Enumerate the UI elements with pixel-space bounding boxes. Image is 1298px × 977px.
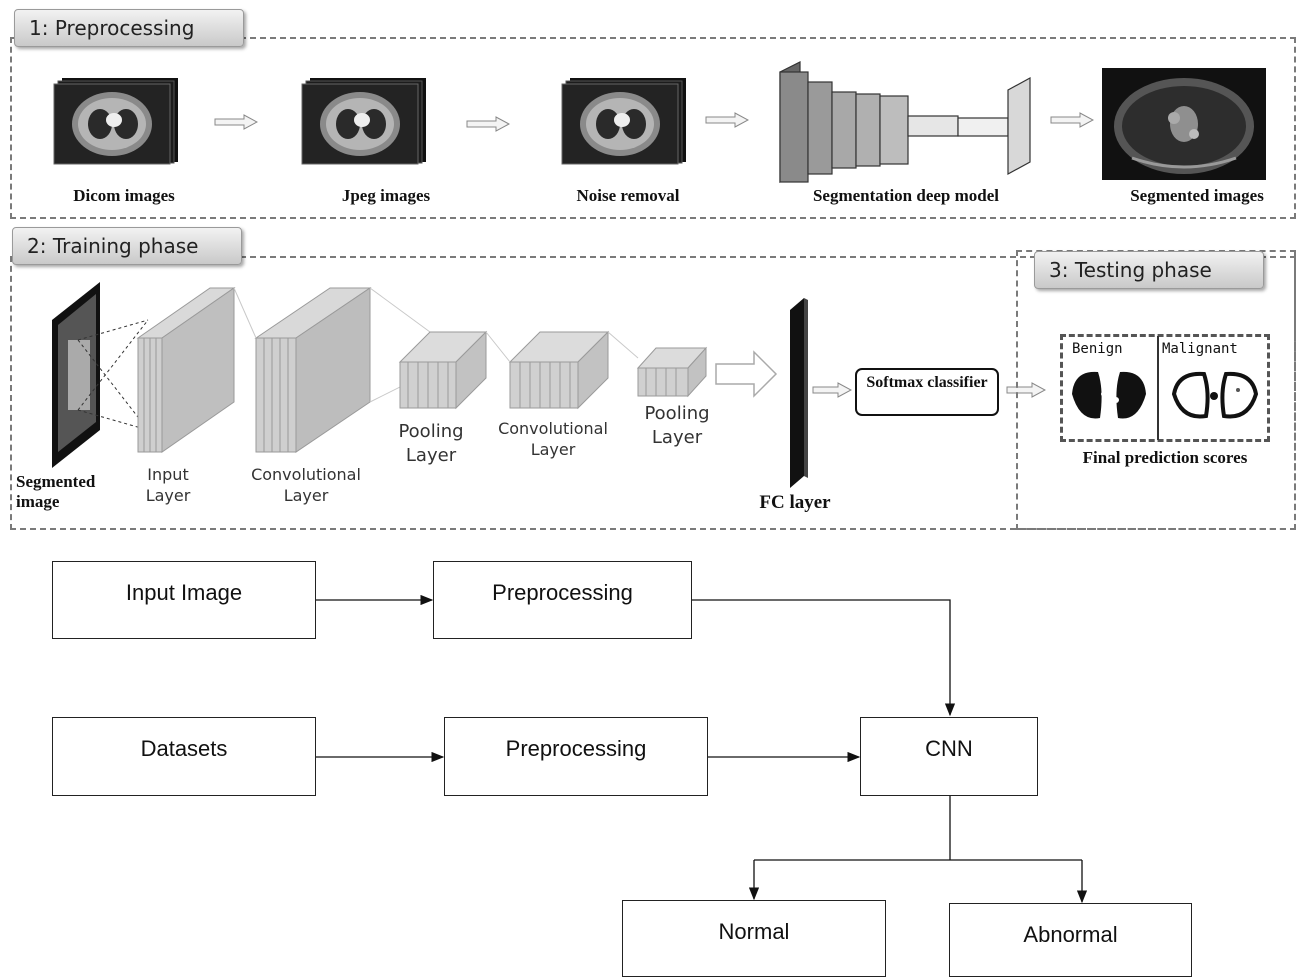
dicom-images-icon (53, 78, 178, 165)
arrow-icon (466, 116, 510, 132)
preprocessing-tab: 1: Preprocessing (14, 9, 244, 47)
preprocessing-box-top: Preprocessing (433, 561, 692, 639)
fc-layer-label: FC layer (759, 492, 831, 513)
conv2-layer-label: Convolutional Layer (498, 419, 608, 459)
prediction-divider (1157, 336, 1159, 440)
testing-tab: 3: Testing phase (1034, 251, 1264, 289)
step-label-segmentation: Segmentation deep model (812, 186, 1000, 205)
arrow-icon (1050, 112, 1094, 128)
jpeg-images-icon (301, 78, 426, 165)
benign-label: Benign (1072, 341, 1123, 357)
arrow-icon (705, 112, 749, 128)
input-image-box: Input Image (52, 561, 316, 639)
step-label-segmented: Segmented images (1130, 186, 1264, 205)
abnormal-box: Abnormal (949, 903, 1192, 977)
prediction-panel (1060, 334, 1270, 442)
malignant-label: Malignant (1162, 341, 1238, 357)
noise-removal-icon (561, 78, 686, 165)
conv1-layer-stack (254, 287, 372, 453)
benign-lung-icon (1072, 371, 1146, 419)
conv2-layer-stack (508, 330, 610, 410)
preprocessing-box-bottom: Preprocessing (444, 717, 708, 796)
step-label-jpeg: Jpeg images (341, 186, 431, 205)
normal-box: Normal (622, 900, 886, 977)
cnn-box: CNN (860, 717, 1038, 796)
conv1-layer-label: Convolutional Layer (251, 465, 361, 505)
step-label-noise: Noise removal (576, 186, 680, 205)
cnn-layers-diagram (136, 287, 778, 453)
arrow-icon (812, 382, 852, 398)
pool2-layer-stack (636, 346, 708, 398)
malignant-lung-icon (1171, 371, 1259, 419)
step-label-dicom: Dicom images (73, 186, 175, 205)
arrow-icon (1006, 382, 1046, 398)
segmented-image-slab-icon (52, 282, 149, 468)
pool1-layer-label: Pooling Layer (398, 421, 464, 466)
training-tab: 2: Training phase (12, 227, 242, 265)
pool1-layer-stack (398, 330, 488, 410)
flowchart-connectors (316, 594, 1088, 904)
pool2-layer-label: Pooling Layer (644, 403, 710, 448)
segmented-images-icon (1102, 68, 1266, 180)
datasets-box: Datasets (52, 717, 316, 796)
arrow-icon (214, 114, 258, 130)
final-prediction-caption: Final prediction scores (1082, 448, 1248, 467)
segmentation-model-icon (779, 61, 1031, 183)
softmax-classifier-box: Softmax classifier (855, 368, 999, 416)
segmented-image-label: Segmented image (16, 472, 96, 511)
input-layer-stack (136, 287, 236, 453)
input-layer-label: Input Layer (145, 465, 191, 505)
preprocessing-section (10, 37, 1296, 219)
fc-layer-bar (790, 298, 808, 488)
